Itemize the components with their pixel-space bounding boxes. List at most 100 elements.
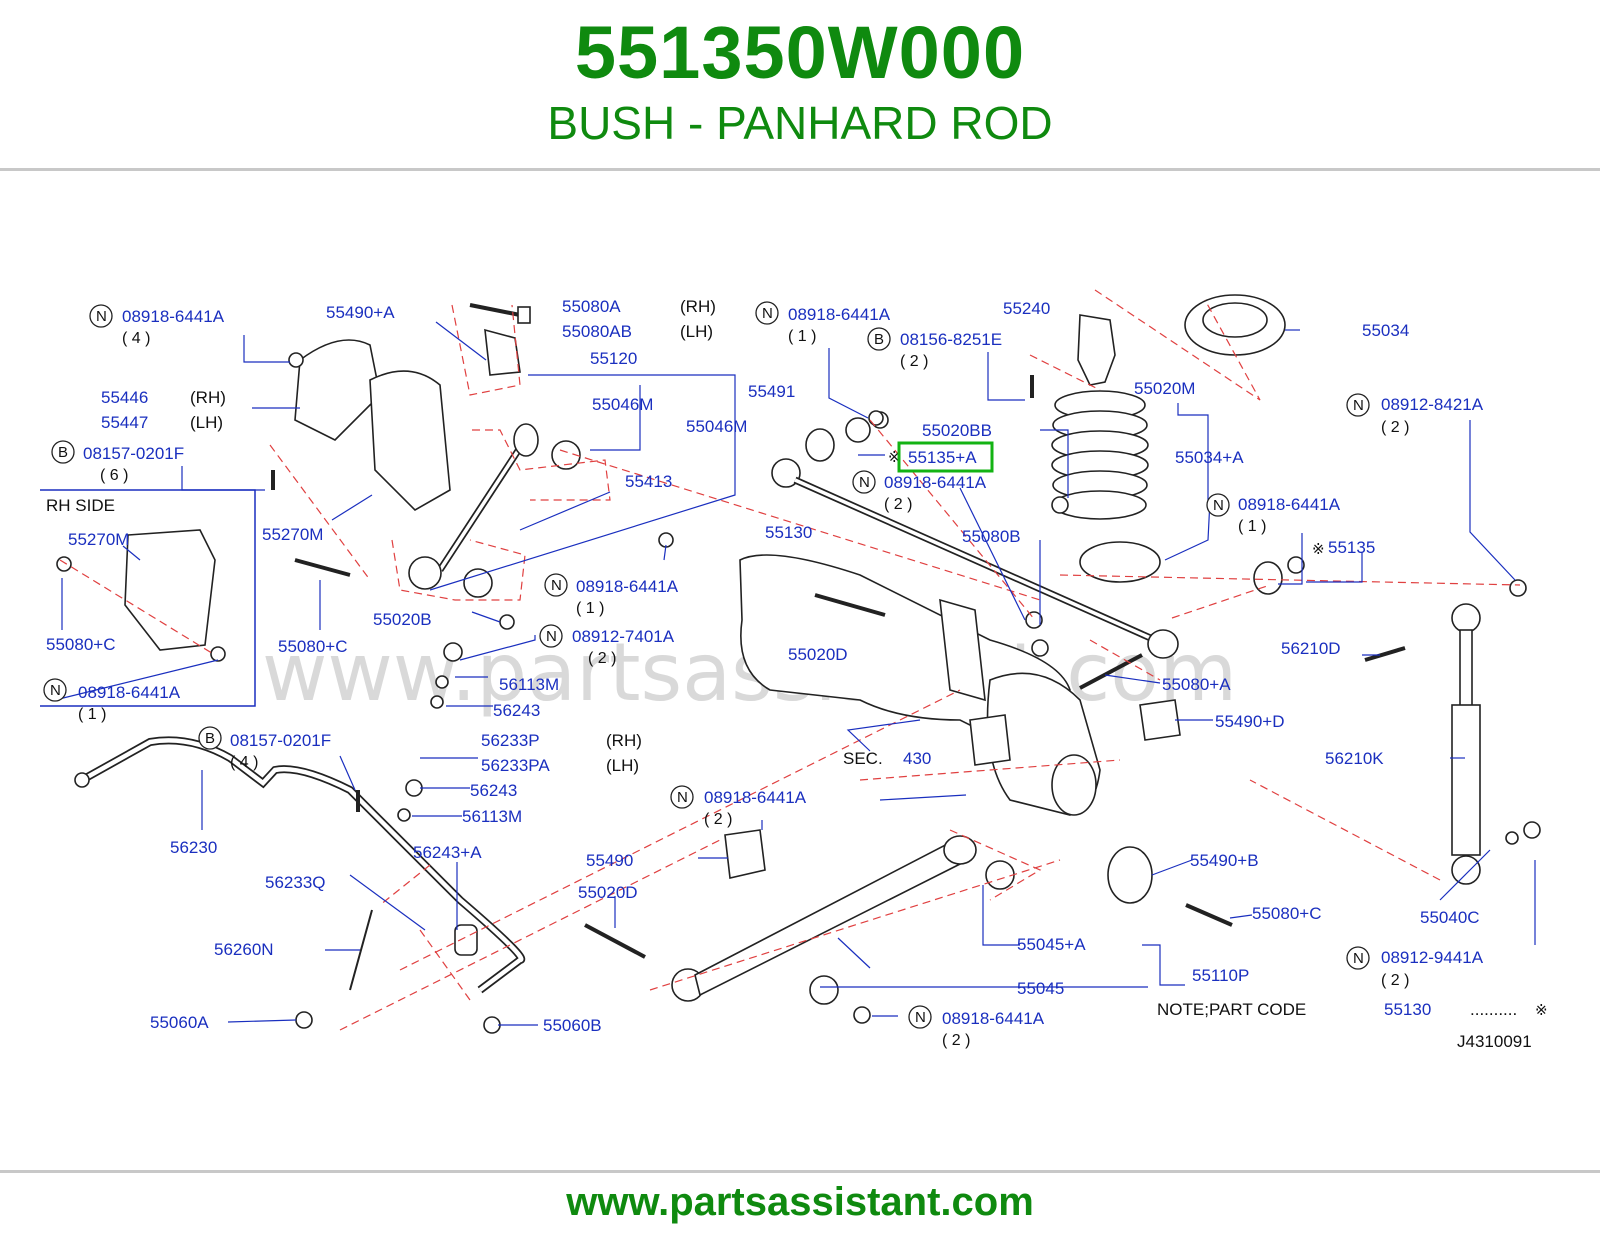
part-label: 55080A — [562, 297, 621, 316]
stabilizer-bar — [74, 736, 526, 994]
reference-mark-icon: ※ — [888, 449, 901, 466]
part-label: 08918-6441A — [942, 1009, 1045, 1028]
svg-text:N: N — [1353, 950, 1364, 967]
part-label: 55446 — [101, 388, 148, 407]
side-label: (RH) — [190, 388, 226, 407]
header-divider — [0, 168, 1600, 171]
part-label: 55270M — [262, 525, 323, 544]
nut-marker-icon — [1346, 393, 1370, 417]
part-label: 55020B — [373, 610, 432, 629]
quantity-label: ( 4 ) — [122, 330, 150, 347]
part-label: 55447 — [101, 413, 148, 432]
part-label: 08918-6441A — [884, 473, 987, 492]
quantity-label: ( 1 ) — [576, 600, 604, 617]
quantity-label: ( 1 ) — [1238, 518, 1266, 535]
fasteners — [56, 303, 1541, 1034]
part-label: 55034 — [1362, 321, 1409, 340]
svg-text:N: N — [96, 308, 107, 325]
part-label: 55490+D — [1215, 712, 1284, 731]
footer-website-url[interactable]: www.partsassistant.com — [566, 1180, 1034, 1224]
part-label: 55135+A — [908, 448, 977, 467]
section-ref-number: 430 — [903, 749, 931, 768]
part-label: 08918-6441A — [576, 577, 679, 596]
part-label: 08918-6441A — [788, 305, 891, 324]
part-label: 08912-7401A — [572, 627, 675, 646]
rh-side-bracket — [124, 529, 216, 651]
rh-side-title: RH SIDE — [46, 496, 115, 515]
part-label: 55240 — [1003, 299, 1050, 318]
rear-axle-housing — [739, 554, 1101, 816]
nut-marker-icon — [670, 785, 694, 809]
footer-divider — [0, 1170, 1600, 1173]
note-part-code: 55130 — [1384, 1000, 1431, 1019]
nut-marker-icon — [539, 624, 563, 648]
bolt-marker-icon — [867, 327, 891, 351]
part-label: 55020D — [788, 645, 848, 664]
part-label: 55490+B — [1190, 851, 1259, 870]
part-label: 56243+A — [413, 843, 482, 862]
mount-55490 — [724, 829, 766, 879]
part-label: 55045+A — [1017, 935, 1086, 954]
part-label: 55080+C — [278, 637, 347, 656]
bolt-marker-icon — [198, 726, 222, 750]
rh-side-inset-frame — [40, 489, 256, 707]
part-label: 56233PA — [481, 756, 550, 775]
coil-spring — [1051, 390, 1149, 520]
note-label: NOTE;PART CODE — [1157, 1000, 1306, 1019]
part-label: 08157-0201F — [83, 444, 184, 463]
part-label: 55080+C — [1252, 904, 1321, 923]
part-label: 55270M — [68, 530, 129, 549]
part-label: 55045 — [1017, 979, 1064, 998]
svg-text:N: N — [1353, 397, 1364, 414]
nut-marker-icon — [852, 470, 876, 494]
part-label: 08918-6441A — [122, 307, 225, 326]
part-label: 55080+C — [46, 635, 115, 654]
part-label: 55046M — [686, 417, 747, 436]
part-label: 55413 — [625, 472, 672, 491]
nut-marker-icon — [1346, 946, 1370, 970]
part-label: 56113M — [499, 675, 559, 694]
exploded-parts-diagram: www.partsassistant.com RH SIDE — [40, 289, 1548, 1051]
quantity-label: ( 2 ) — [900, 353, 928, 370]
diagram-code: J4310091 — [1457, 1032, 1532, 1051]
mount-55490-plus-a — [484, 328, 521, 376]
assembly-guide-lines — [59, 289, 1521, 1031]
shock-absorber — [1451, 603, 1481, 885]
mount-55490-plus-d — [1139, 699, 1181, 741]
part-label: 55020M — [1134, 379, 1195, 398]
quantity-label: ( 2 ) — [588, 650, 616, 667]
part-name-subtitle: BUSH - PANHARD ROD — [547, 97, 1053, 149]
part-label: 55120 — [590, 349, 637, 368]
part-label: 56243 — [470, 781, 517, 800]
svg-text:N: N — [1213, 497, 1224, 514]
part-label: 08918-6441A — [1238, 495, 1341, 514]
quantity-label: ( 2 ) — [884, 496, 912, 513]
nut-marker-icon — [1206, 493, 1230, 517]
svg-text:N: N — [551, 577, 562, 594]
part-label: 08912-8421A — [1381, 395, 1484, 414]
part-label: 56243 — [493, 701, 540, 720]
part-label: 55060A — [150, 1013, 209, 1032]
part-label: 55040C — [1420, 908, 1480, 927]
svg-text:N: N — [859, 474, 870, 491]
svg-text:B: B — [205, 730, 215, 747]
quantity-label: ( 2 ) — [1381, 972, 1409, 989]
part-label: 55046M — [592, 395, 653, 414]
part-label: 56210D — [1281, 639, 1341, 658]
part-label: 08912-9441A — [1381, 948, 1484, 967]
bushing-55490-plus-b — [1107, 846, 1153, 904]
bushing-55135 — [1253, 556, 1305, 595]
svg-text:B: B — [874, 331, 884, 348]
svg-text:N: N — [50, 682, 61, 699]
svg-text:B: B — [58, 444, 68, 461]
spring-seat-ring — [1079, 541, 1161, 583]
part-labels: 08918-6441A ( 4 ) 55490+A 55080A (RH) 55… — [46, 297, 1548, 1051]
part-label: 55060B — [543, 1016, 602, 1035]
quantity-label: ( 2 ) — [1381, 419, 1409, 436]
note-dots: .......... — [1470, 1000, 1517, 1019]
quantity-label: ( 1 ) — [78, 706, 106, 723]
nut-marker-icon — [89, 304, 113, 328]
part-label: 56230 — [170, 838, 217, 857]
quantity-label: ( 6 ) — [100, 467, 128, 484]
part-label: 08918-6441A — [704, 788, 807, 807]
